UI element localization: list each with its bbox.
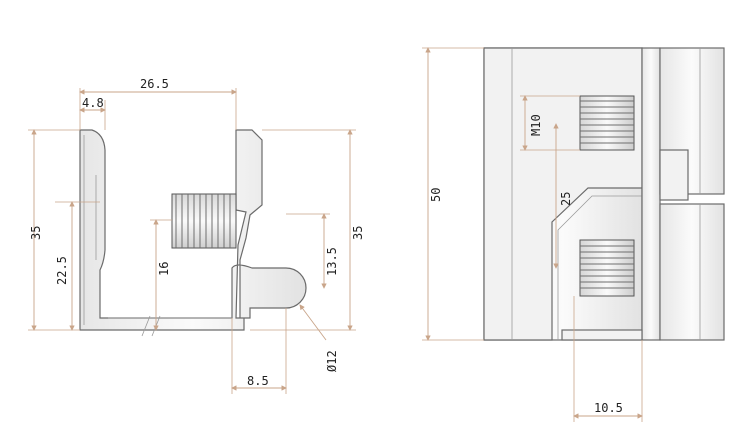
left-side-view: 26.5 4.8 35 22.5 16 35 13.5 8.5 (28, 77, 365, 394)
left-bolt (171, 193, 237, 249)
dim-offset-width: 10.5 (594, 401, 623, 415)
dim-hook-diameter: Ø12 (325, 350, 339, 372)
dim-bolt-height: 16 (157, 262, 171, 276)
thread-lines (175, 194, 231, 248)
upper-thread (579, 95, 635, 151)
clip-outline (83, 135, 232, 325)
dim-hook-height: 13.5 (325, 247, 339, 276)
right-front-view: 50 M10 25 10.5 (422, 47, 725, 422)
lower-thread (579, 239, 635, 297)
right-lower-block (659, 203, 725, 341)
dim-lower-height: 22.5 (55, 256, 69, 285)
dim-left-height: 35 (29, 226, 43, 240)
dim-overall-height: 50 (429, 188, 443, 202)
clip-profile (79, 129, 307, 331)
dim-hook-width: 8.5 (247, 374, 269, 388)
right-tab (659, 149, 689, 201)
center-spine (641, 47, 661, 341)
dim-flange-width: 4.8 (82, 96, 104, 110)
dim-right-height: 35 (351, 226, 365, 240)
dim-thread-size: M10 (529, 114, 543, 136)
dim-overall-width: 26.5 (140, 77, 169, 91)
dim-inner-height: 25 (559, 192, 573, 206)
